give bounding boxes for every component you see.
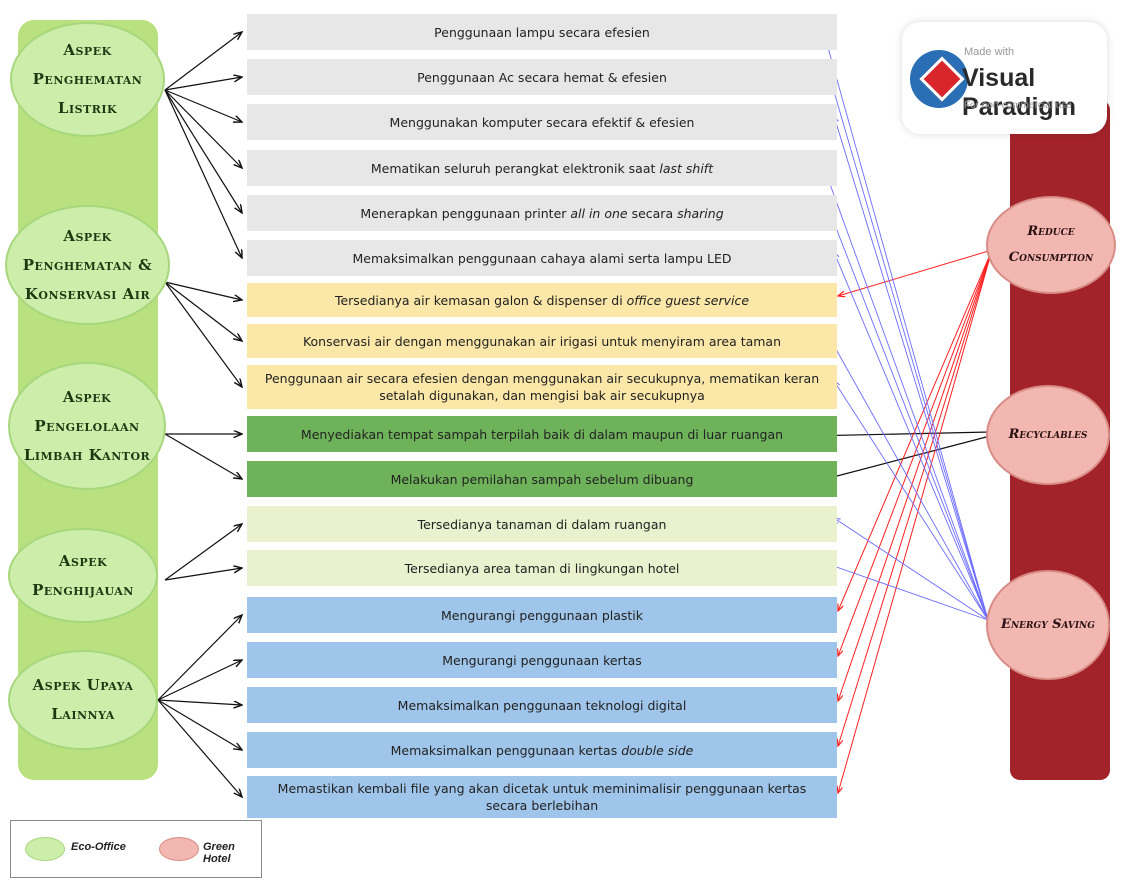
energy-saving-arrow — [828, 207, 989, 621]
reduce-consumption-arrow — [838, 249, 993, 296]
aspect-arrow — [164, 524, 242, 581]
energy-saving-arrow — [822, 162, 989, 621]
activity-box: Memaksimalkan penggunaan kertas double s… — [247, 732, 837, 768]
energy-saving-arrow — [822, 562, 989, 621]
category-label: Recyclables — [1008, 427, 1088, 442]
aspect-label: Aspek Penghematan & Konservasi Air — [22, 226, 153, 303]
aspect-arrow — [157, 699, 242, 750]
energy-saving-arrow — [828, 71, 989, 621]
aspect-arrow — [164, 89, 242, 168]
activity-box: Penggunaan lampu secara efesien — [247, 14, 837, 50]
category-label: Reduce Consumption — [1008, 224, 1094, 265]
activity-box: Menyediakan tempat sampah terpilah baik … — [247, 416, 837, 452]
visual-paradigm-logo: Made with Visual Paradigm For non-commer… — [902, 22, 1107, 134]
legend-green-hotel-label: Green Hotel — [203, 841, 235, 865]
aspect-label: Aspek Penghijauan — [32, 551, 134, 599]
aspect-label: Aspek Pengelolaan Limbah Kantor — [23, 387, 151, 464]
recyclables-arrow — [808, 431, 991, 436]
aspect-arrow — [164, 568, 242, 581]
activity-box: Tersedianya tanaman di dalam ruangan — [247, 506, 837, 542]
legend-eco-office-swatch — [25, 837, 65, 861]
category-reduce-consumption: Reduce Consumption — [986, 196, 1116, 294]
energy-saving-arrow — [834, 381, 989, 621]
energy-saving-arrow — [828, 335, 989, 621]
aspect-arrow — [164, 281, 242, 341]
globe-icon — [910, 50, 968, 108]
aspect-label: Aspek Penghematan Listrik — [32, 41, 143, 117]
reduce-consumption-arrow — [838, 249, 993, 746]
aspect-arrow — [164, 89, 242, 122]
reduce-consumption-arrow — [838, 249, 993, 793]
activity-box: Mematikan seluruh perangkat elektronik s… — [247, 150, 837, 186]
aspect-arrow — [157, 699, 242, 797]
aspect-arrow — [157, 699, 242, 705]
legend: Eco-Office Green Hotel — [10, 820, 262, 878]
activity-box: Penggunaan Ac secara hemat & efesien — [247, 59, 837, 95]
activity-box: Memaksimalkan penggunaan teknologi digit… — [247, 687, 837, 723]
aspect-penghijauan: Aspek Penghijauan — [8, 528, 158, 623]
energy-saving-arrow — [834, 252, 989, 621]
aspect-arrow — [157, 615, 242, 701]
activity-box: Tersedianya air kemasan galon & dispense… — [247, 283, 837, 317]
energy-saving-arrow — [834, 116, 989, 621]
reduce-consumption-arrow — [838, 249, 993, 656]
aspect-arrow — [164, 89, 242, 258]
recyclables-arrow — [818, 435, 991, 481]
legend-eco-office-label: Eco-Office — [71, 841, 126, 853]
activity-box: Mengurangi penggunaan plastik — [247, 597, 837, 633]
diamond-icon — [919, 56, 965, 102]
aspect-arrow — [164, 281, 242, 300]
activity-box: Menerapkan penggunaan printer all in one… — [247, 195, 837, 231]
activity-box: Memastikan kembali file yang akan diceta… — [247, 776, 837, 818]
aspect-arrow — [164, 77, 242, 91]
activity-box: Tersedianya area taman di lingkungan hot… — [247, 550, 837, 586]
logo-made-with: Made with — [964, 46, 1015, 58]
aspect-arrow — [164, 89, 242, 213]
reduce-consumption-arrow — [838, 249, 993, 701]
category-label: Energy Saving — [1001, 617, 1095, 632]
energy-saving-arrow — [834, 518, 989, 621]
logo-usage: For non-commercial use — [964, 100, 1072, 111]
category-energy-saving: Energy Saving — [986, 570, 1110, 680]
activity-box: Melakukan pemilahan sampah sebelum dibua… — [247, 461, 837, 497]
activity-box: Penggunaan air secara efesien dengan men… — [247, 365, 837, 409]
aspect-penghematan-listrik: Aspek Penghematan Listrik — [10, 22, 165, 137]
activity-box: Memaksimalkan penggunaan cahaya alami se… — [247, 240, 837, 276]
aspect-upaya-lainnya: Aspek Upaya Lainnya — [8, 650, 158, 750]
aspect-konservasi-air: Aspek Penghematan & Konservasi Air — [5, 205, 170, 325]
aspect-label: Aspek Upaya Lainnya — [32, 676, 134, 723]
aspect-arrow — [164, 32, 242, 91]
aspect-arrow — [157, 660, 242, 701]
energy-saving-arrow — [822, 26, 989, 621]
aspect-pengelolaan-limbah: Aspek Pengelolaan Limbah Kantor — [8, 362, 166, 490]
activity-box: Mengurangi penggunaan kertas — [247, 642, 837, 678]
legend-green-hotel-swatch — [159, 837, 199, 861]
logo-brand: Visual Paradigm — [962, 64, 1076, 121]
aspect-arrow — [164, 433, 242, 479]
activity-box: Konservasi air dengan menggunakan air ir… — [247, 324, 837, 358]
category-recyclables: Recyclables — [986, 385, 1110, 485]
activity-box: Menggunakan komputer secara efektif & ef… — [247, 104, 837, 140]
aspect-arrow — [164, 281, 242, 387]
